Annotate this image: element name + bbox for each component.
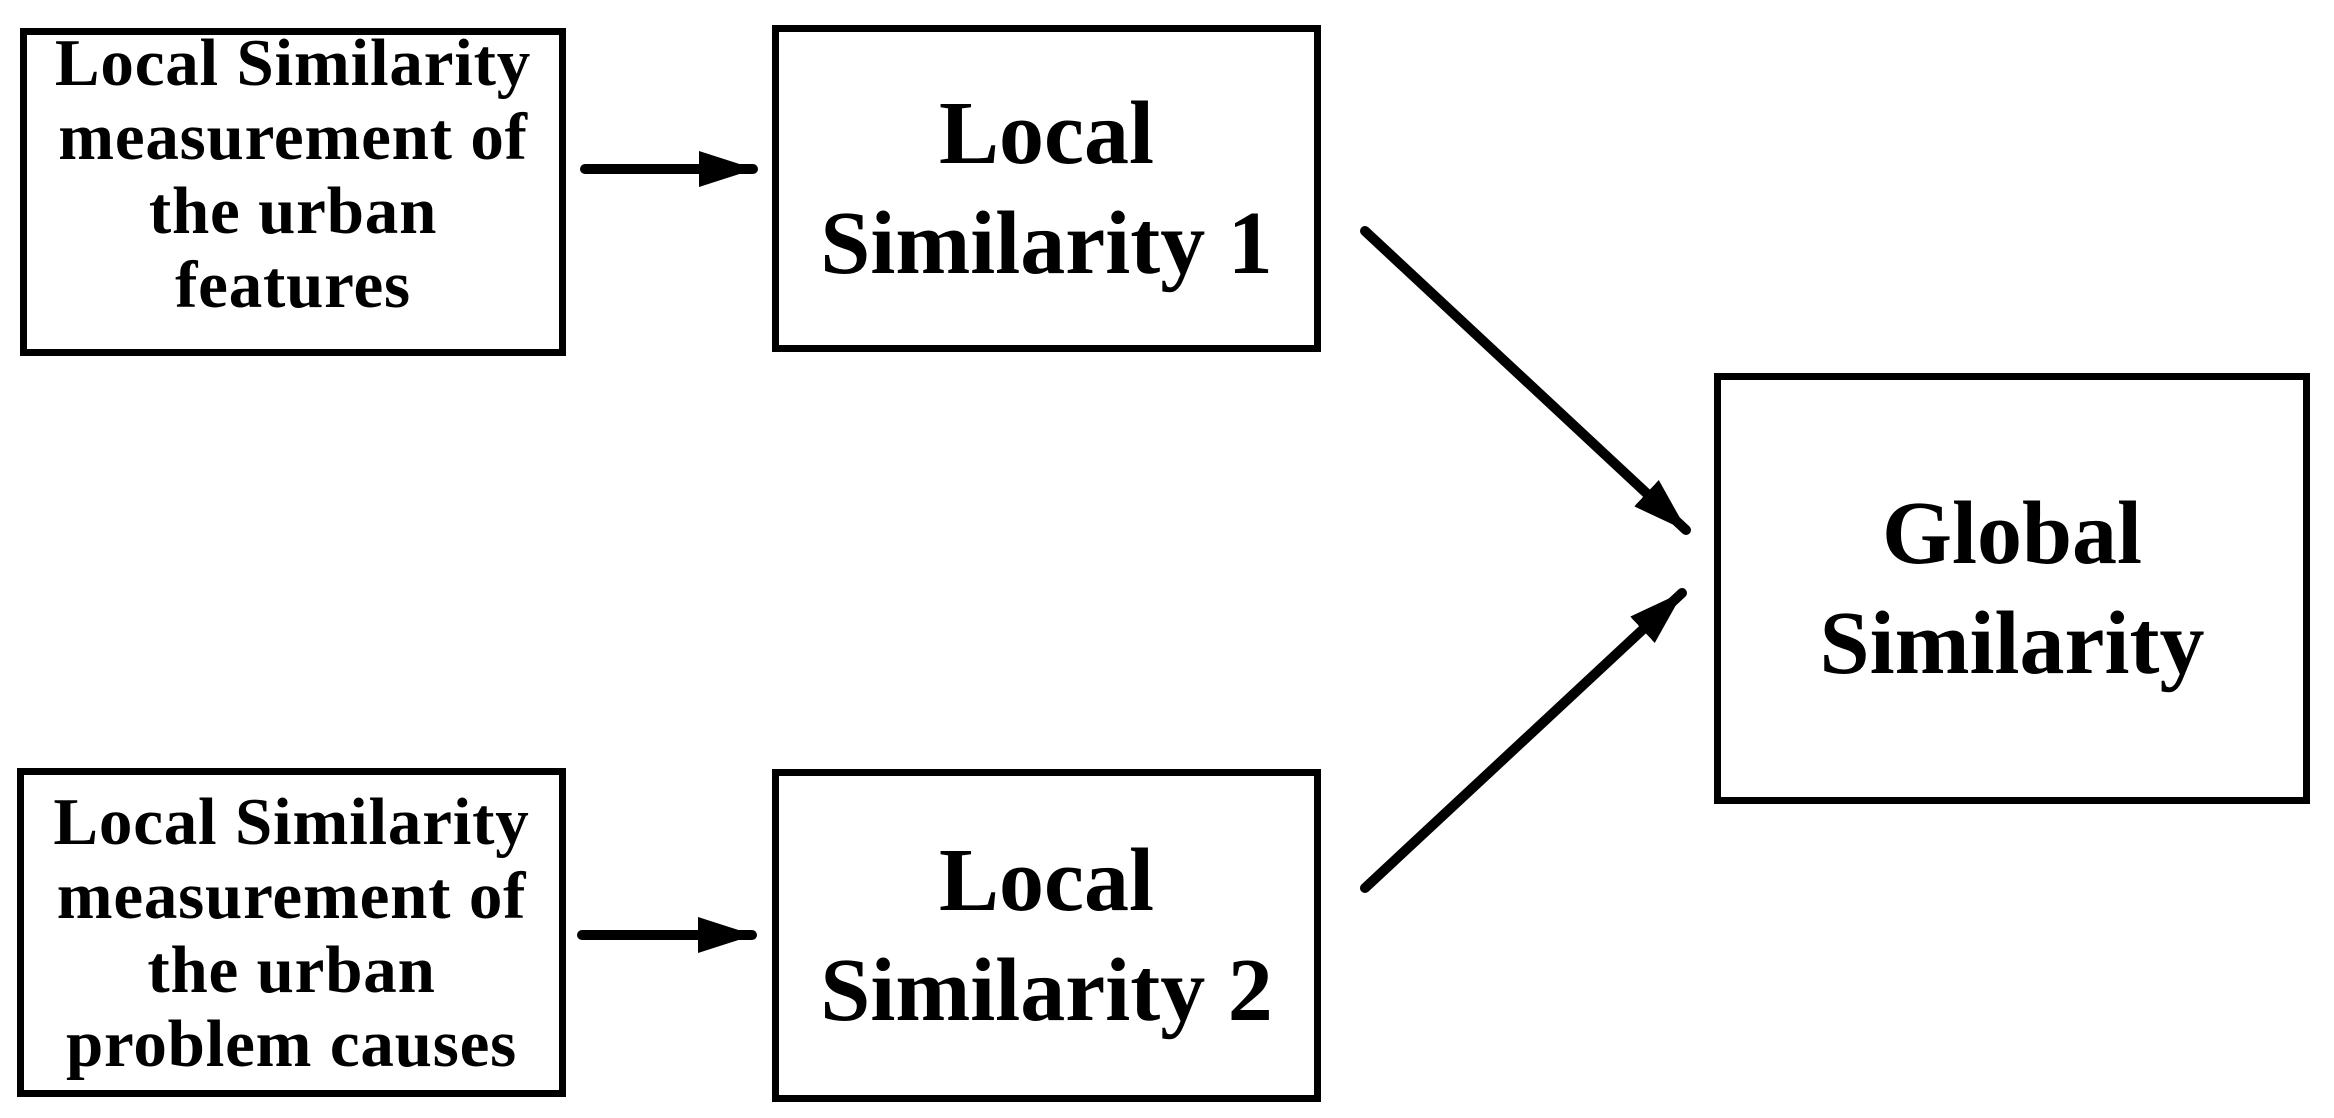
node-label-line: Local [939, 830, 1154, 930]
node-label-line: problem causes [65, 1007, 518, 1081]
node-urban-problem-causes-measurement: Local Similarity measurement of the urba… [17, 768, 566, 1097]
arrow-local-similarity-2-to-global [1360, 588, 1687, 893]
node-global-similarity: Global Similarity [1714, 373, 2310, 804]
node-label: Global Similarity [1721, 479, 2303, 699]
node-label-line: the urban [148, 174, 438, 248]
arrow-local-similarity-1-to-global [1360, 226, 1691, 535]
node-label-line: features [175, 248, 411, 322]
node-label-line: Global [1881, 483, 2143, 583]
node-label-line: Similarity 2 [820, 940, 1273, 1040]
node-label-line: Local Similarity [54, 26, 532, 100]
node-label: Local Similarity measurement of the urba… [27, 26, 559, 322]
node-label-line: Local [939, 83, 1154, 183]
node-label: Local Similarity 1 [779, 79, 1314, 299]
node-label-line: the urban [147, 933, 436, 1007]
node-label-line: Similarity 1 [820, 193, 1273, 293]
node-urban-features-measurement: Local Similarity measurement of the urba… [20, 26, 566, 356]
node-label-line: measurement of [58, 100, 528, 174]
node-local-similarity-2: Local Similarity 2 [772, 769, 1321, 1102]
node-label-line: Local Similarity [53, 785, 530, 859]
node-label-line: measurement of [56, 859, 527, 933]
node-label: Local Similarity measurement of the urba… [24, 785, 559, 1081]
node-label: Local Similarity 2 [779, 826, 1314, 1046]
node-label-line: Similarity [1819, 593, 2205, 693]
node-local-similarity-1: Local Similarity 1 [772, 25, 1321, 352]
